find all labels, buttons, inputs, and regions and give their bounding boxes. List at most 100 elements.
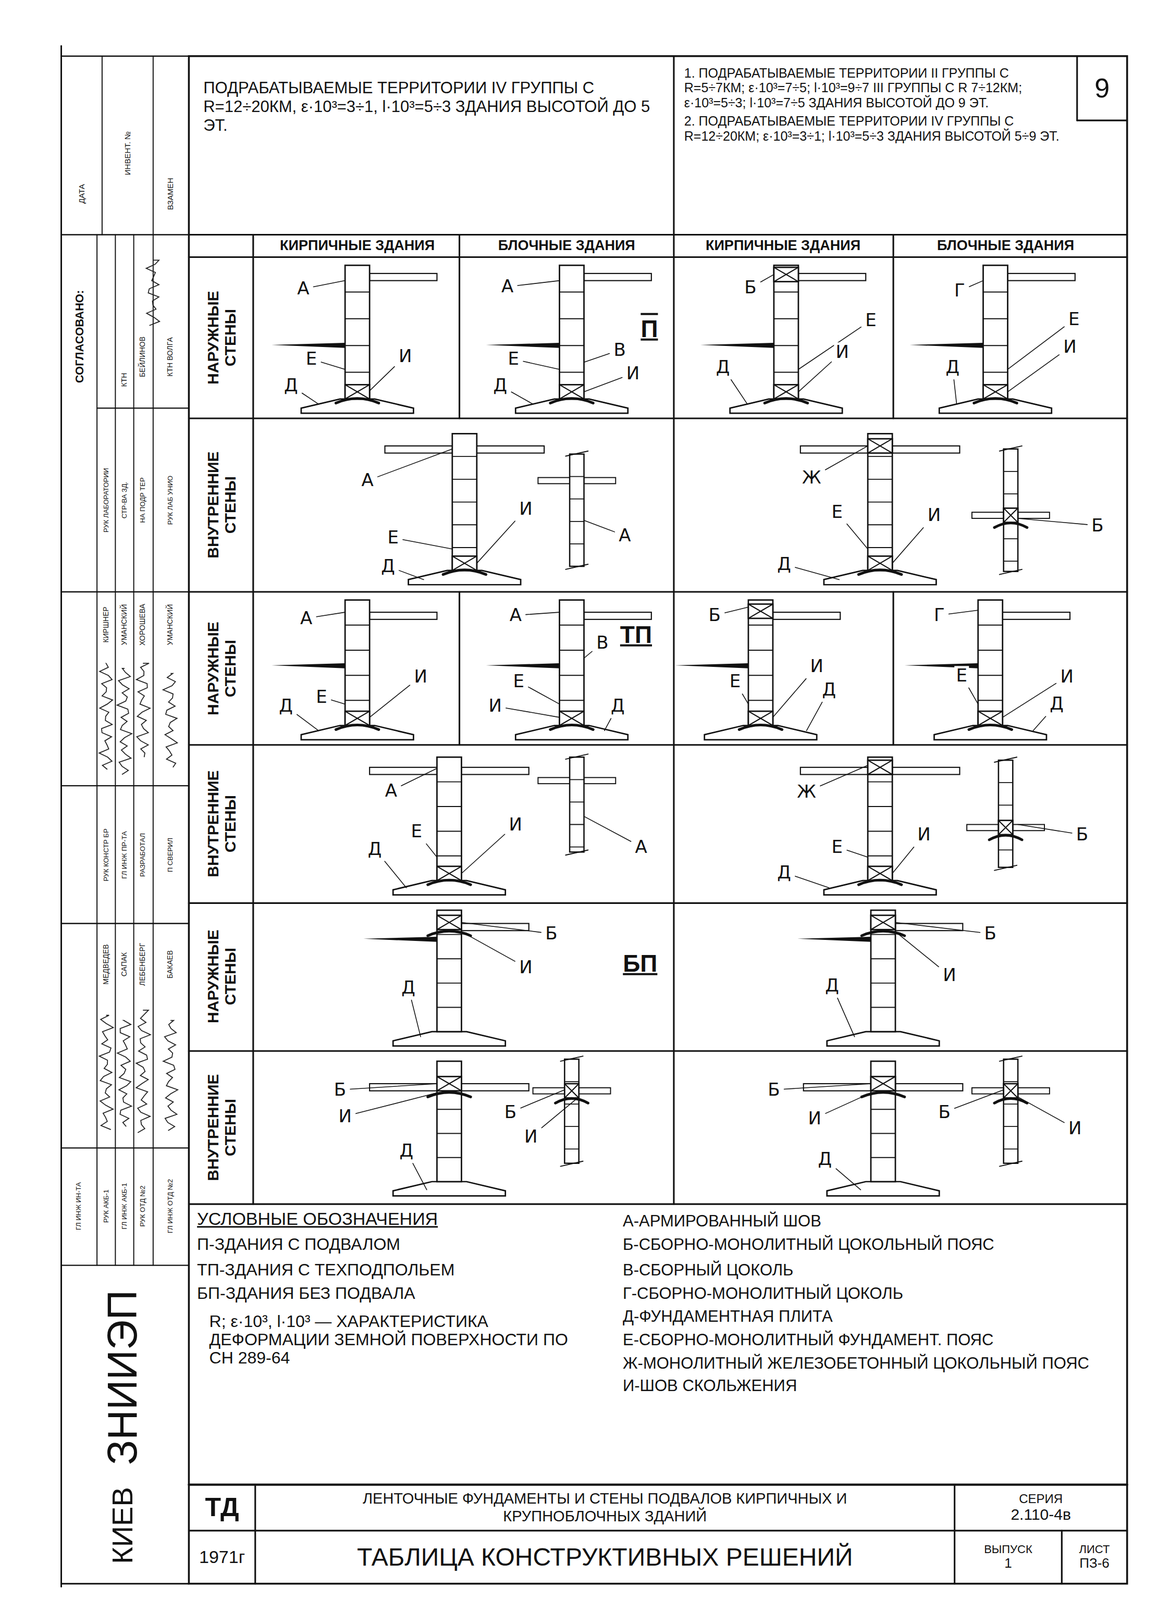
floor-slab (385, 446, 453, 454)
leader-line (411, 1000, 422, 1038)
cross-line (436, 1076, 462, 1091)
leader-line (837, 998, 855, 1038)
row-header: НАРУЖНЫЕ СТЕНЫ (204, 598, 239, 740)
leader-line (895, 922, 981, 933)
stamp-rule (61, 922, 190, 925)
cross-line (452, 556, 477, 571)
block-joint (870, 1109, 896, 1111)
cross-line (867, 556, 893, 571)
stamp-name: ЛЕБЕНБЕРГ (139, 943, 147, 987)
callout-letter: Е (304, 349, 319, 369)
cross-line (773, 267, 799, 282)
row-header: НАРУЖНЫЕ СТЕНЫ (204, 267, 239, 409)
break-mark (994, 757, 1017, 763)
block-joint (773, 345, 799, 347)
callout-letter: Е (954, 666, 969, 686)
block-joint (564, 1148, 579, 1150)
node-text: ЛЕНТОЧНЫЕ ФУНДАМЕНТЫ И СТЕНЫ ПОДВАЛОВ КИ… (312, 1490, 898, 1526)
block-joint (345, 674, 370, 676)
callout-letter: Б (936, 1102, 952, 1123)
callout-letter: Б (1074, 824, 1090, 845)
callout-letter: В (594, 633, 610, 653)
foundation-plate (730, 399, 843, 414)
leader-line (772, 679, 807, 718)
cross-line (870, 1076, 896, 1091)
stamp-rule (133, 234, 135, 1266)
stamp-rule (61, 1583, 190, 1585)
callout-letter: И (412, 667, 429, 687)
callout-letter: Б (1089, 515, 1105, 536)
sliding-joint (550, 398, 594, 404)
foundation-plate (704, 725, 817, 741)
callout-letter: И (1058, 667, 1075, 687)
leader-line (795, 876, 830, 889)
table-rule (188, 590, 1127, 593)
block-joint (559, 649, 585, 651)
block-joint (345, 699, 370, 701)
leader-line (384, 861, 406, 889)
binding-line (60, 45, 63, 1587)
stamp-rule (61, 785, 190, 787)
block-joint (983, 345, 1008, 347)
cross-line (867, 438, 893, 453)
block-joint (867, 855, 893, 857)
crossed-block (867, 866, 893, 881)
wall-section (385, 433, 545, 585)
floor-slab (800, 767, 868, 775)
ground-line (271, 342, 346, 349)
wall-body (436, 910, 462, 1032)
break-mark (999, 1161, 1022, 1167)
block-joint (978, 624, 1003, 626)
stamp-rule (152, 234, 154, 1266)
sliding-joint (427, 880, 471, 885)
leader-line (517, 280, 560, 286)
block-joint (436, 806, 462, 808)
callout-letter: Д (820, 680, 838, 700)
floor-slab (584, 273, 652, 281)
crossed-block (870, 915, 896, 930)
crossed-block (867, 556, 893, 571)
callout-letter: Б (543, 924, 559, 944)
foundation-plate (827, 1181, 940, 1197)
ground-line (674, 663, 749, 669)
group-mark: П (640, 315, 658, 342)
floor-slab (892, 446, 960, 454)
foundation-plate (827, 1031, 940, 1046)
block-joint (867, 478, 893, 480)
leader-line (795, 567, 840, 580)
callout-letter: И (833, 342, 851, 362)
crossed-block (436, 1076, 462, 1091)
cross-line (867, 760, 893, 775)
block-joint (559, 345, 585, 347)
leader-line (584, 353, 610, 363)
wall-section (271, 265, 437, 414)
header-cell: 1. ПОДРАБАТЫВАЕМЫЕ ТЕРРИТОРИИ II ГРУППЫ … (676, 59, 1076, 233)
legend-item: И-ШОВ СКОЛЬЖЕНИЯ (622, 1377, 797, 1396)
leader-line (760, 274, 774, 282)
cross-line (773, 384, 799, 399)
leader-line (892, 847, 914, 874)
callout-letter: И (486, 696, 503, 717)
title-cell: ТД (188, 1485, 255, 1532)
floor-slab (971, 512, 1004, 519)
callout-letter: И (1061, 337, 1078, 357)
callout-letter: И (1066, 1118, 1083, 1139)
leader-line (297, 714, 319, 731)
callout-letter: И (808, 656, 825, 676)
row-header: ВНУТРЕННИЕ СТЕНЫ (204, 753, 239, 895)
city-name: КИЕВ (106, 1487, 139, 1565)
block-joint (870, 1006, 896, 1008)
callout-letter: И (926, 505, 943, 525)
block-joint (1003, 1126, 1018, 1128)
callout-letter: Д (491, 376, 510, 396)
legend-note: R; ε·10³, l·10³ — ХАРАКТЕРИСТИКА ДЕФОРМА… (209, 1312, 585, 1369)
cross-line (867, 760, 893, 775)
wall-body (1003, 449, 1018, 572)
ground-line (271, 663, 346, 669)
floor-slab (1017, 1088, 1050, 1095)
block-joint (998, 850, 1013, 852)
leader-line (355, 1093, 438, 1115)
crossed-block (452, 556, 477, 571)
leader-line (1017, 518, 1088, 525)
leader-line (461, 931, 515, 962)
